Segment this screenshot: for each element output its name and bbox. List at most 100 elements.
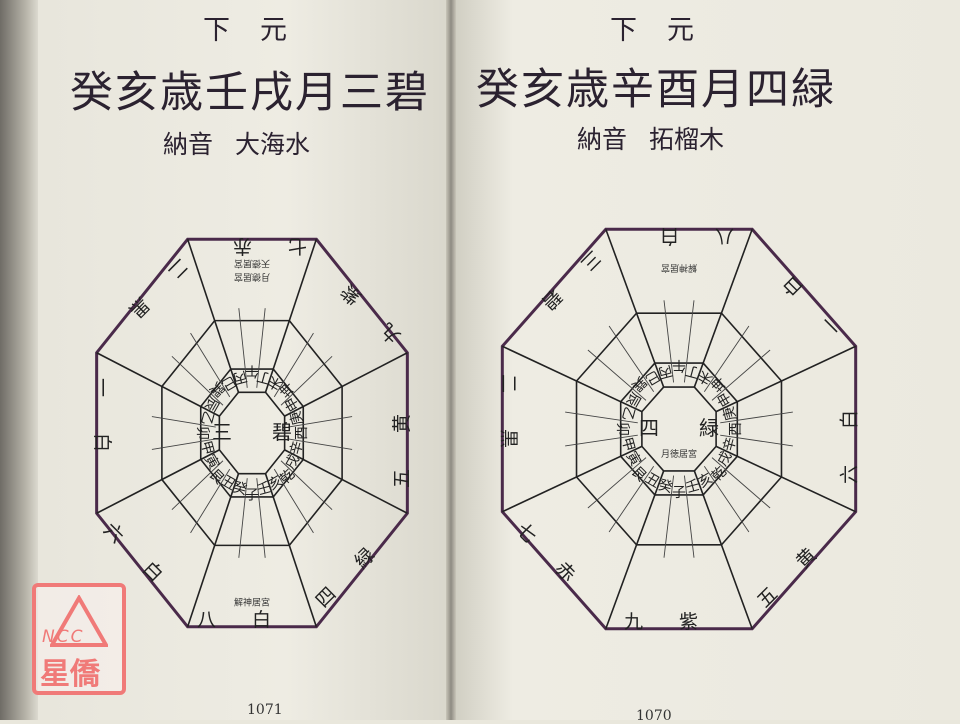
mountain-divider: [703, 466, 750, 533]
outer-star-label: 三碧: [512, 246, 605, 339]
outer-star-label: 一白: [753, 246, 846, 339]
mountain-divider: [683, 475, 695, 558]
sector-divider: [96, 449, 220, 514]
nayin-label: 納音: [163, 130, 214, 159]
mountain-label: 丁: [255, 367, 273, 386]
mountain-divider: [238, 308, 248, 388]
mountain-label: 丙: [231, 367, 249, 386]
mountain-label: 午: [245, 363, 259, 379]
sector-divider: [715, 345, 857, 413]
outer-star-label: 八白: [197, 609, 307, 631]
mountain-divider: [190, 468, 231, 534]
nayin-right: 納音拓榴木: [577, 120, 746, 156]
mountain-divider: [273, 468, 314, 534]
north-note: 解神居宮: [234, 597, 270, 609]
mountain-label: 癸: [231, 480, 249, 499]
mountain-divider: [171, 356, 224, 406]
mountain-divider: [565, 434, 638, 447]
mountain-divider: [711, 457, 771, 509]
mountain-label: 酉: [728, 422, 744, 436]
mountain-label: 丑: [219, 473, 239, 494]
mountain-divider: [565, 411, 638, 424]
mountain-label: 辰: [623, 389, 644, 409]
outer-star-label: 二黒: [497, 374, 519, 484]
mountain-divider: [256, 308, 266, 388]
mountain-label: 申: [715, 389, 736, 409]
sector-divider: [186, 473, 240, 628]
page-title-right: 癸亥歳辛酉月四緑: [476, 65, 836, 115]
chart-right: 壬子癸丑艮寅甲卯乙辰巽巳丙午丁未坤申庚酉辛戌乾亥九紫七赤二黒三碧八白一白六白五黄…: [497, 225, 860, 633]
sector-divider: [186, 238, 240, 393]
mountain-divider: [703, 325, 750, 392]
south-note: 解神居宮: [661, 262, 697, 274]
mountain-divider: [720, 411, 793, 424]
ring-boundary: [161, 319, 343, 547]
ring-boundary: [575, 312, 783, 546]
page-title-left: 癸亥歳壬戌月三碧: [70, 68, 430, 118]
mountain-label: 丑: [642, 470, 662, 491]
outer-star-label: 九紫: [624, 611, 734, 633]
outer-star-label: 五黄: [391, 378, 413, 488]
nayin-left: 納音大海水: [163, 125, 332, 161]
mountain-label: 子: [245, 487, 259, 503]
mountain-divider: [190, 332, 231, 398]
mountain-label: 辛: [721, 436, 740, 454]
mountain-divider: [711, 349, 771, 401]
mountain-label: 庚: [721, 405, 740, 423]
book-gutter: [446, 0, 456, 720]
mountain-divider: [663, 475, 675, 558]
mountain-divider: [288, 438, 353, 450]
mountain-divider: [273, 332, 314, 398]
sector-divider: [96, 352, 220, 417]
mountain-label: 卯: [194, 426, 210, 440]
mountain-label: 巳: [219, 372, 239, 393]
south-note-2: 天德居宮: [234, 257, 270, 269]
mountain-label: 庚: [288, 409, 307, 427]
south-note: 月德居宮: [234, 271, 270, 283]
outer-star-label: 一白: [91, 378, 113, 488]
watermark-logo: NCC 星僑: [32, 583, 126, 695]
mountain-label: 丙: [656, 362, 674, 381]
mountain-label: 壬: [684, 477, 702, 496]
mountain-label: 申: [282, 394, 303, 414]
center-note: 月徳居宮: [661, 448, 697, 460]
outer-star-label: 七赤: [197, 235, 307, 257]
mountain-divider: [663, 300, 675, 383]
mountain-divider: [151, 438, 216, 450]
mountain-divider: [238, 478, 248, 558]
mountain-label: 亥: [695, 470, 715, 491]
page-header-right: 下元: [610, 15, 724, 46]
mountain-label: 子: [672, 485, 686, 501]
sector-divider: [284, 449, 408, 514]
chart-left: 壬子癸丑艮寅甲卯乙辰巽巳丙午丁未坤申庚酉辛戌乾亥八白六白一白二黒七赤九紫五黄四緑…: [91, 235, 413, 631]
mountain-divider: [720, 434, 793, 447]
mountain-label: 巳: [642, 367, 662, 388]
mountain-label: 辰: [201, 394, 222, 414]
mountain-label: 午: [672, 357, 686, 373]
mountain-divider: [256, 478, 266, 558]
mountain-label: 未: [265, 372, 285, 393]
nayin-value: 大海水: [235, 130, 311, 159]
sector-divider: [501, 345, 643, 413]
mountain-label: 壬: [255, 480, 273, 499]
mountain-divider: [587, 349, 647, 401]
mountain-label: 甲: [618, 436, 637, 454]
outer-star-label: 九紫: [312, 254, 405, 347]
nayin-value: 拓榴木: [649, 125, 725, 154]
page-right: [452, 0, 960, 720]
sector-divider: [284, 352, 408, 417]
page-number-left: 1071: [247, 702, 283, 718]
mountain-label: 酉: [294, 426, 310, 440]
outer-star-label: 二黒: [99, 254, 192, 347]
mountain-divider: [151, 416, 216, 428]
sector-divider: [693, 470, 753, 630]
outer-star-label: 六白: [839, 374, 861, 484]
sector-divider: [693, 228, 753, 388]
outer-star-label: 七赤: [512, 519, 605, 612]
center-star-color: 碧: [272, 420, 292, 444]
mountain-label: 甲: [197, 439, 216, 457]
mountain-divider: [280, 356, 333, 406]
triangle-icon: [50, 595, 108, 647]
center-star-number: 三: [212, 420, 232, 444]
